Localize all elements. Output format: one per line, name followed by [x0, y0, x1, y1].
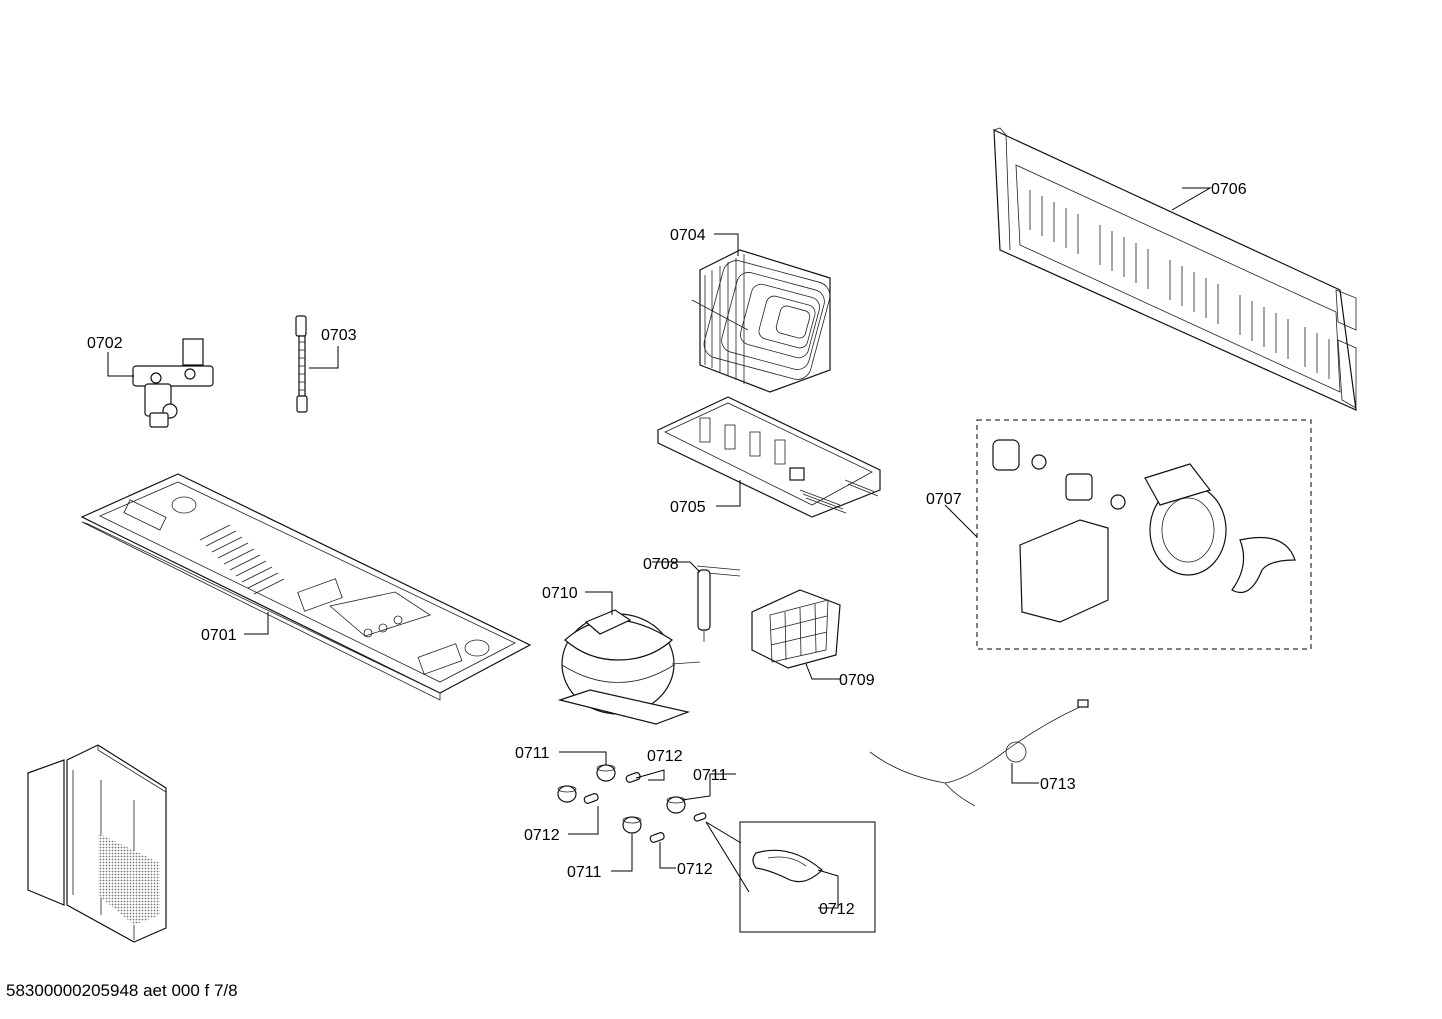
label-0708: 0708	[643, 556, 679, 573]
dryer-part	[696, 565, 741, 642]
label-0712-a: 0712	[647, 748, 683, 765]
part-labels: 0701 0702 0703 0704 0705 0706 0707 0708 …	[87, 181, 1247, 918]
label-0712-b: 0712	[524, 827, 560, 844]
back-panel-part	[993, 127, 1357, 411]
document-id-footer: 58300000205948 aet 000 f 7/8	[6, 981, 238, 1000]
water-valve-part	[132, 338, 214, 428]
refrigerator-thumbnail	[27, 744, 167, 943]
label-0712-d: 0712	[819, 901, 855, 918]
label-0701: 0701	[201, 627, 237, 644]
label-0711-a: 0711	[515, 745, 550, 762]
condenser-tray-part	[657, 396, 881, 518]
label-0712-c: 0712	[677, 861, 713, 878]
label-0704: 0704	[670, 227, 706, 244]
condenser-coil-part	[691, 249, 831, 393]
label-0707: 0707	[926, 491, 962, 508]
label-0702: 0702	[87, 335, 123, 352]
label-0706: 0706	[1211, 181, 1247, 198]
label-0703: 0703	[321, 327, 357, 344]
base-plate-part	[80, 473, 532, 701]
label-0705: 0705	[670, 499, 706, 516]
label-0711-b: 0711	[693, 767, 728, 784]
label-0709: 0709	[839, 672, 875, 689]
grommet-parts	[557, 764, 686, 834]
leader-lines	[107, 187, 1212, 909]
control-box-part	[751, 589, 841, 669]
hose-part	[295, 315, 308, 413]
fan-assembly-group	[976, 419, 1312, 650]
label-0713: 0713	[1040, 776, 1076, 793]
clip-parts	[583, 772, 876, 933]
label-0710: 0710	[542, 585, 578, 602]
wire-harness-part	[869, 699, 1089, 807]
label-0711-c: 0711	[567, 864, 602, 881]
compressor-part	[557, 609, 701, 725]
